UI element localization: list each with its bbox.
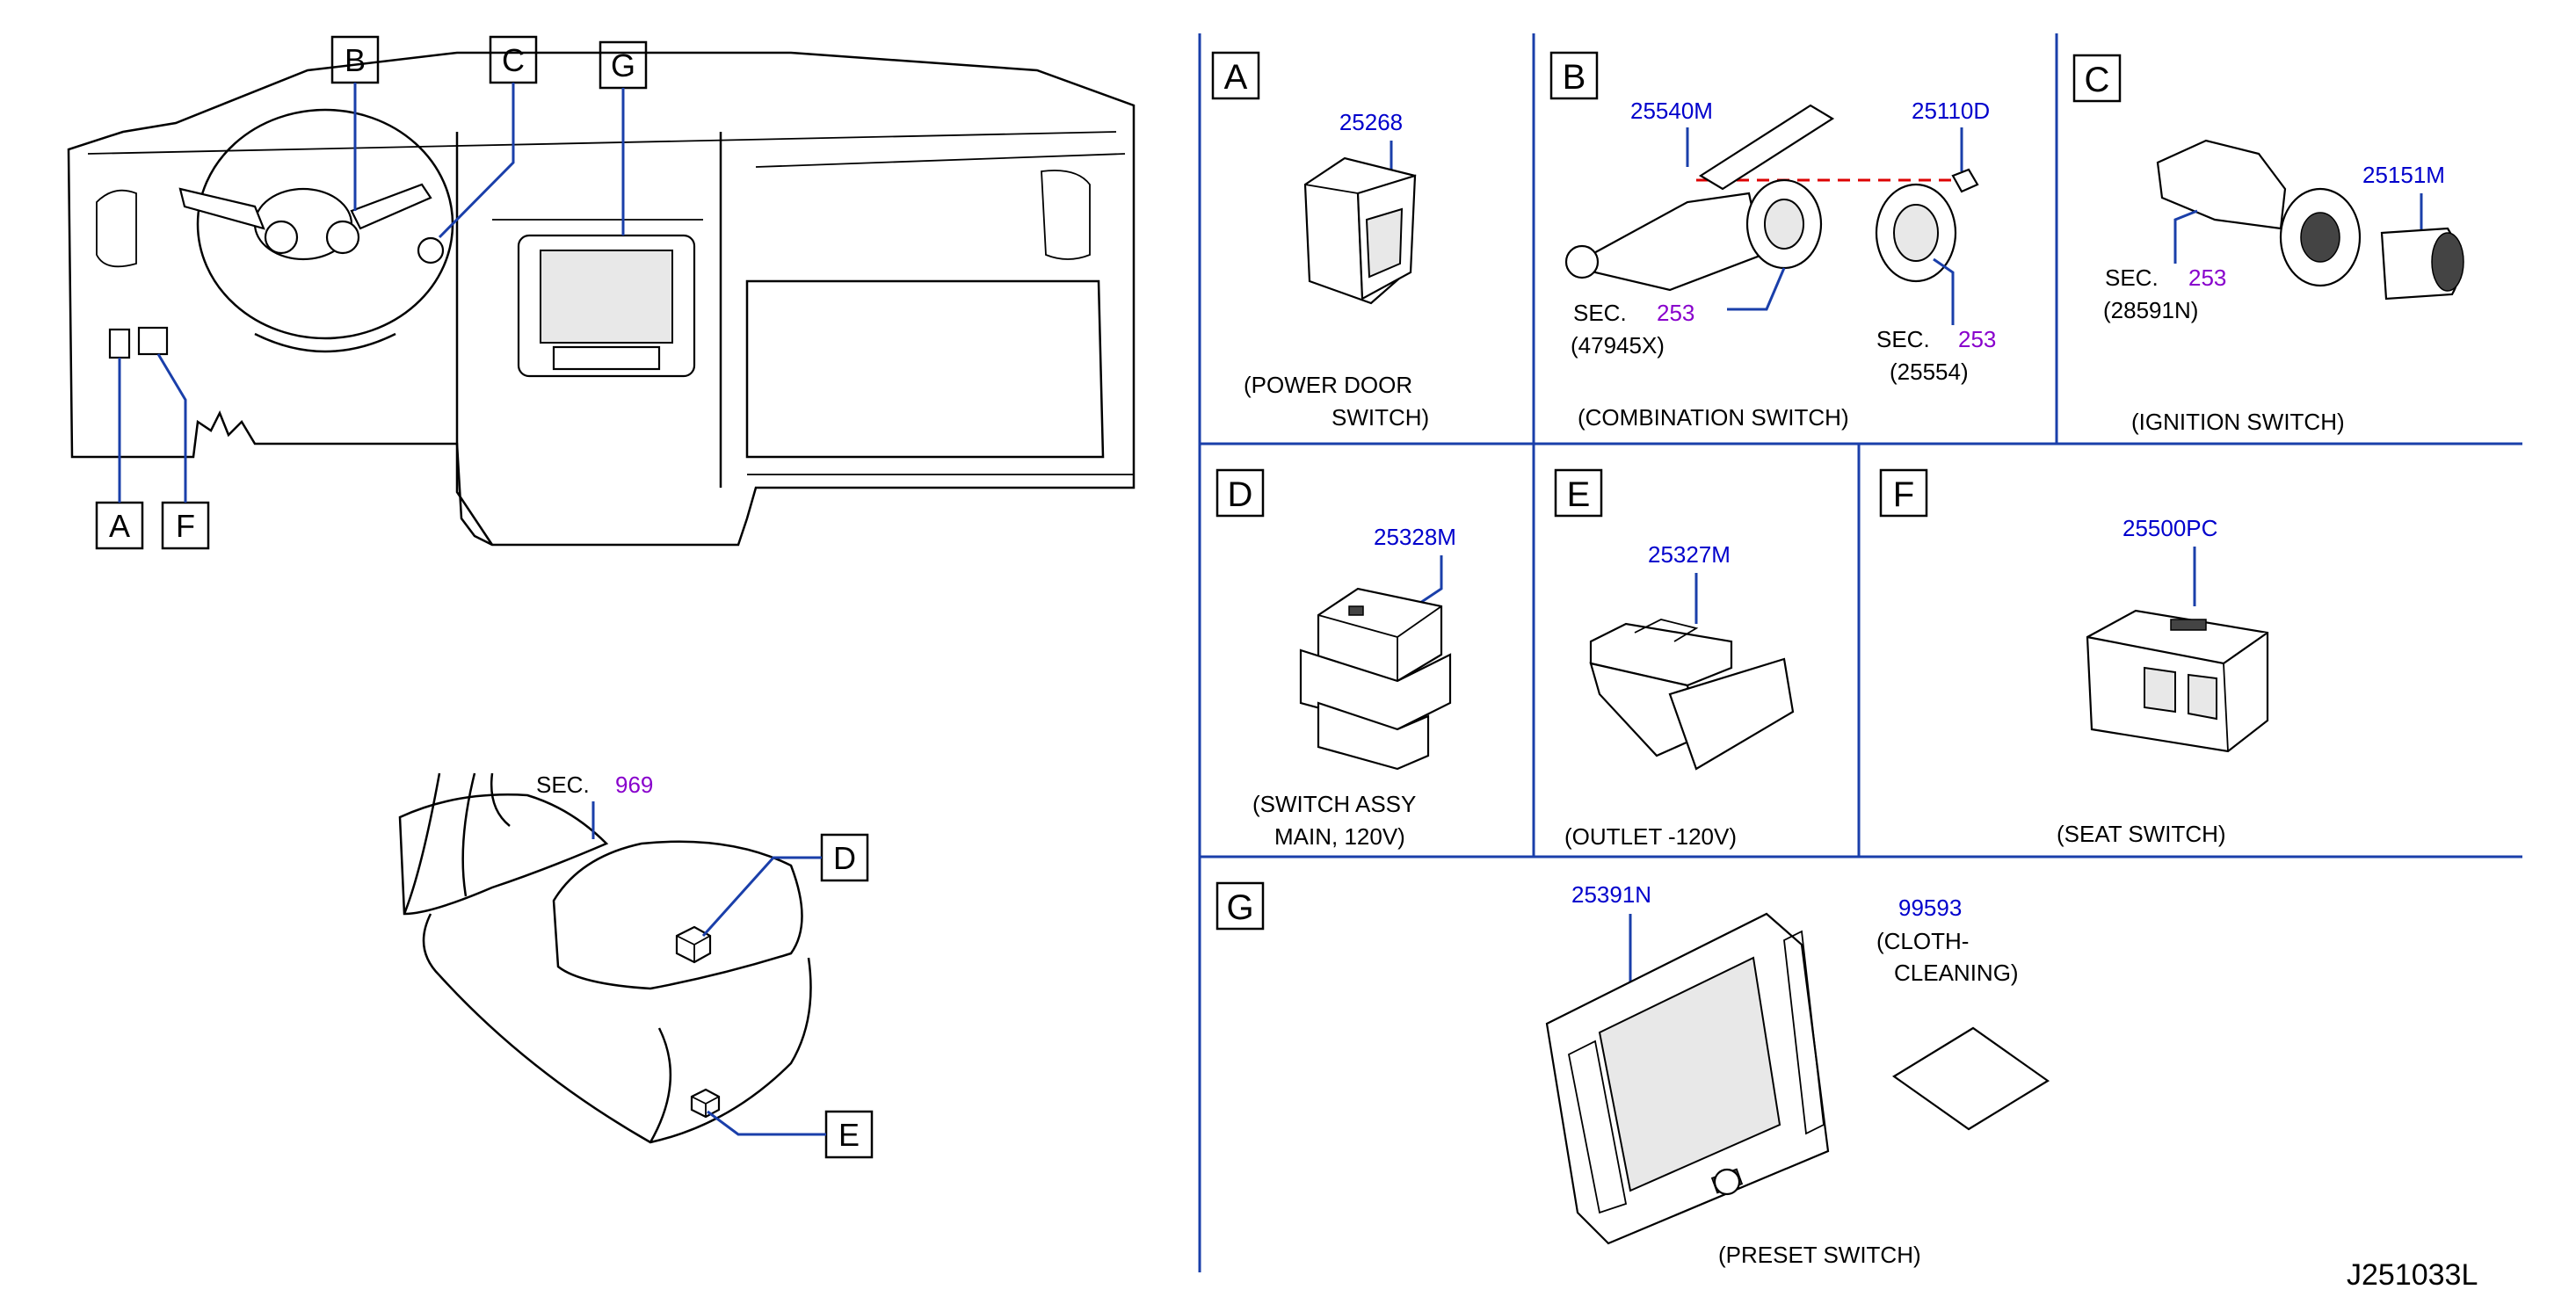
outlet-part: [1589, 619, 1795, 771]
panel-E: E 25327M (OUTLET -120V): [1554, 468, 1795, 850]
svg-text:99593: 99593: [1898, 895, 1962, 921]
svg-text:(IGNITION SWITCH): (IGNITION SWITCH): [2131, 409, 2345, 435]
svg-text:CLEANING): CLEANING): [1894, 960, 2019, 986]
panel-G: G 25391N 99593 (CLOTH- CLEANING) (PRESET…: [1215, 881, 2050, 1268]
svg-text:25110D: 25110D: [1912, 98, 1990, 124]
svg-text:E: E: [838, 1117, 860, 1153]
svg-text:25151M: 25151M: [2362, 162, 2445, 188]
svg-text:(47945X): (47945X): [1571, 332, 1665, 359]
svg-text:F: F: [1893, 475, 1914, 514]
panel-A: A 25268 (POWER DOOR SWITCH): [1211, 51, 1429, 431]
svg-text:SEC.: SEC.: [2105, 264, 2159, 291]
svg-text:25391N: 25391N: [1571, 881, 1651, 908]
seat-switch-part: [2086, 609, 2269, 753]
svg-text:25328M: 25328M: [1374, 524, 1456, 550]
svg-text:25540M: 25540M: [1630, 98, 1713, 124]
svg-text:MAIN, 120V): MAIN, 120V): [1274, 823, 1405, 850]
svg-text:SEC.: SEC.: [1573, 300, 1627, 326]
svg-text:(POWER DOOR: (POWER DOOR: [1244, 372, 1412, 398]
svg-text:(SWITCH ASSY: (SWITCH ASSY: [1252, 791, 1416, 817]
svg-text:F: F: [176, 508, 195, 544]
svg-text:(CLOTH-: (CLOTH-: [1876, 928, 1969, 954]
svg-text:B: B: [345, 42, 366, 78]
panel-D: D 25328M (SWITCH ASSY MAIN, 120V): [1215, 468, 1456, 850]
callout-D: D: [701, 833, 869, 938]
grid-dividers: [1198, 33, 2522, 1272]
svg-text:G: G: [1226, 888, 1253, 927]
callout-A: A: [95, 358, 144, 550]
preset-switch-part: [1545, 912, 1830, 1245]
svg-text:(SEAT SWITCH): (SEAT SWITCH): [2057, 821, 2226, 847]
svg-text:B: B: [1563, 58, 1586, 97]
svg-text:C: C: [502, 42, 525, 78]
svg-text:25327M: 25327M: [1648, 541, 1731, 568]
svg-text:253: 253: [2188, 264, 2226, 291]
callout-G: G: [599, 40, 648, 235]
svg-text:(OUTLET -120V): (OUTLET -120V): [1564, 823, 1737, 850]
svg-text:253: 253: [1657, 300, 1694, 326]
ignition-switch-part: [2156, 139, 2464, 301]
svg-text:SEC.: SEC.: [1876, 326, 1930, 352]
svg-text:E: E: [1567, 475, 1591, 514]
drawing-id: J251033L: [2347, 1258, 2478, 1292]
callout-C: C: [438, 35, 538, 239]
panel-F: F 25500PC (SEAT SWITCH): [1879, 468, 2269, 847]
svg-text:G: G: [611, 47, 635, 83]
combination-switch-part: [1564, 104, 1979, 292]
instrument-panel-overview: B C G A F: [67, 35, 1136, 550]
cleaning-cloth-part: [1891, 1026, 2050, 1131]
svg-text:25500PC: 25500PC: [2122, 515, 2217, 541]
callout-E: E: [707, 1110, 874, 1159]
panel-B: B 25540M 25110D SEC. 253 (47945X) SEC. 2…: [1549, 51, 1996, 431]
center-console-view: SEC. 969 D E: [398, 772, 874, 1159]
callout-B: B: [330, 35, 380, 211]
panel-C: C 25151M SEC. 253 (28591N) (IGNITION SWI…: [2072, 54, 2464, 435]
svg-text:C: C: [2085, 61, 2110, 99]
svg-text:(28591N): (28591N): [2103, 297, 2198, 323]
svg-text:D: D: [1228, 475, 1253, 514]
power-door-switch-part: [1303, 156, 1417, 305]
svg-text:(25554): (25554): [1890, 359, 1969, 385]
svg-text:25268: 25268: [1339, 109, 1403, 135]
switch-assy-main-part: [1299, 587, 1452, 771]
svg-text:969: 969: [615, 772, 653, 798]
svg-text:A: A: [109, 508, 130, 544]
svg-text:SEC.: SEC.: [536, 772, 590, 798]
svg-text:SWITCH): SWITCH): [1332, 404, 1429, 431]
svg-text:A: A: [1224, 58, 1248, 97]
svg-text:253: 253: [1958, 326, 1996, 352]
svg-text:D: D: [833, 840, 856, 876]
svg-text:(COMBINATION SWITCH): (COMBINATION SWITCH): [1578, 404, 1849, 431]
svg-text:(PRESET SWITCH): (PRESET SWITCH): [1718, 1242, 1921, 1268]
callout-F: F: [156, 353, 210, 550]
